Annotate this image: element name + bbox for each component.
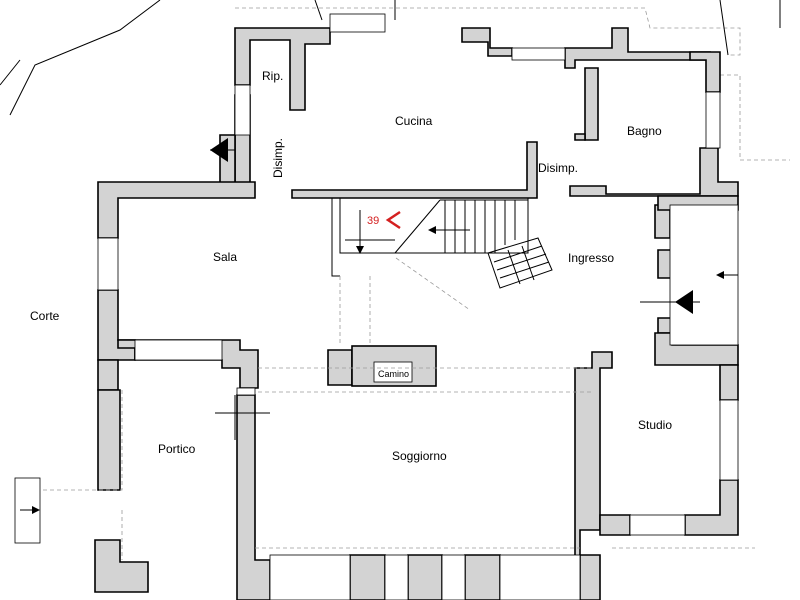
staircase: 39 xyxy=(331,197,553,289)
stair-up-arrow xyxy=(385,210,401,230)
room-label-disimp: Disimp. xyxy=(538,161,578,175)
room-label-studio: Studio xyxy=(638,418,672,432)
room-label-soggiorno: Soggiorno xyxy=(392,449,447,463)
room-label-sala: Sala xyxy=(213,250,237,264)
fireplace xyxy=(351,345,437,387)
windows xyxy=(97,13,739,600)
room-label-disimp-vertical: Disimp. xyxy=(271,138,285,178)
stair-step-number: 39 xyxy=(367,215,379,227)
room-label-cucina: Cucina xyxy=(395,114,433,128)
room-labels: Rip. Cucina Bagno Disimp. Disimp. Sala I… xyxy=(30,69,672,463)
room-label-camino: Camino xyxy=(378,369,409,379)
dashed-guides xyxy=(40,257,755,560)
room-label-rip: Rip. xyxy=(262,69,283,83)
room-label-portico: Portico xyxy=(158,442,196,456)
entrance-arrows xyxy=(14,138,738,544)
site-boundary-lines xyxy=(0,0,790,161)
room-label-bagno: Bagno xyxy=(627,124,662,138)
room-label-corte: Corte xyxy=(30,309,60,323)
room-label-ingresso: Ingresso xyxy=(568,251,614,265)
